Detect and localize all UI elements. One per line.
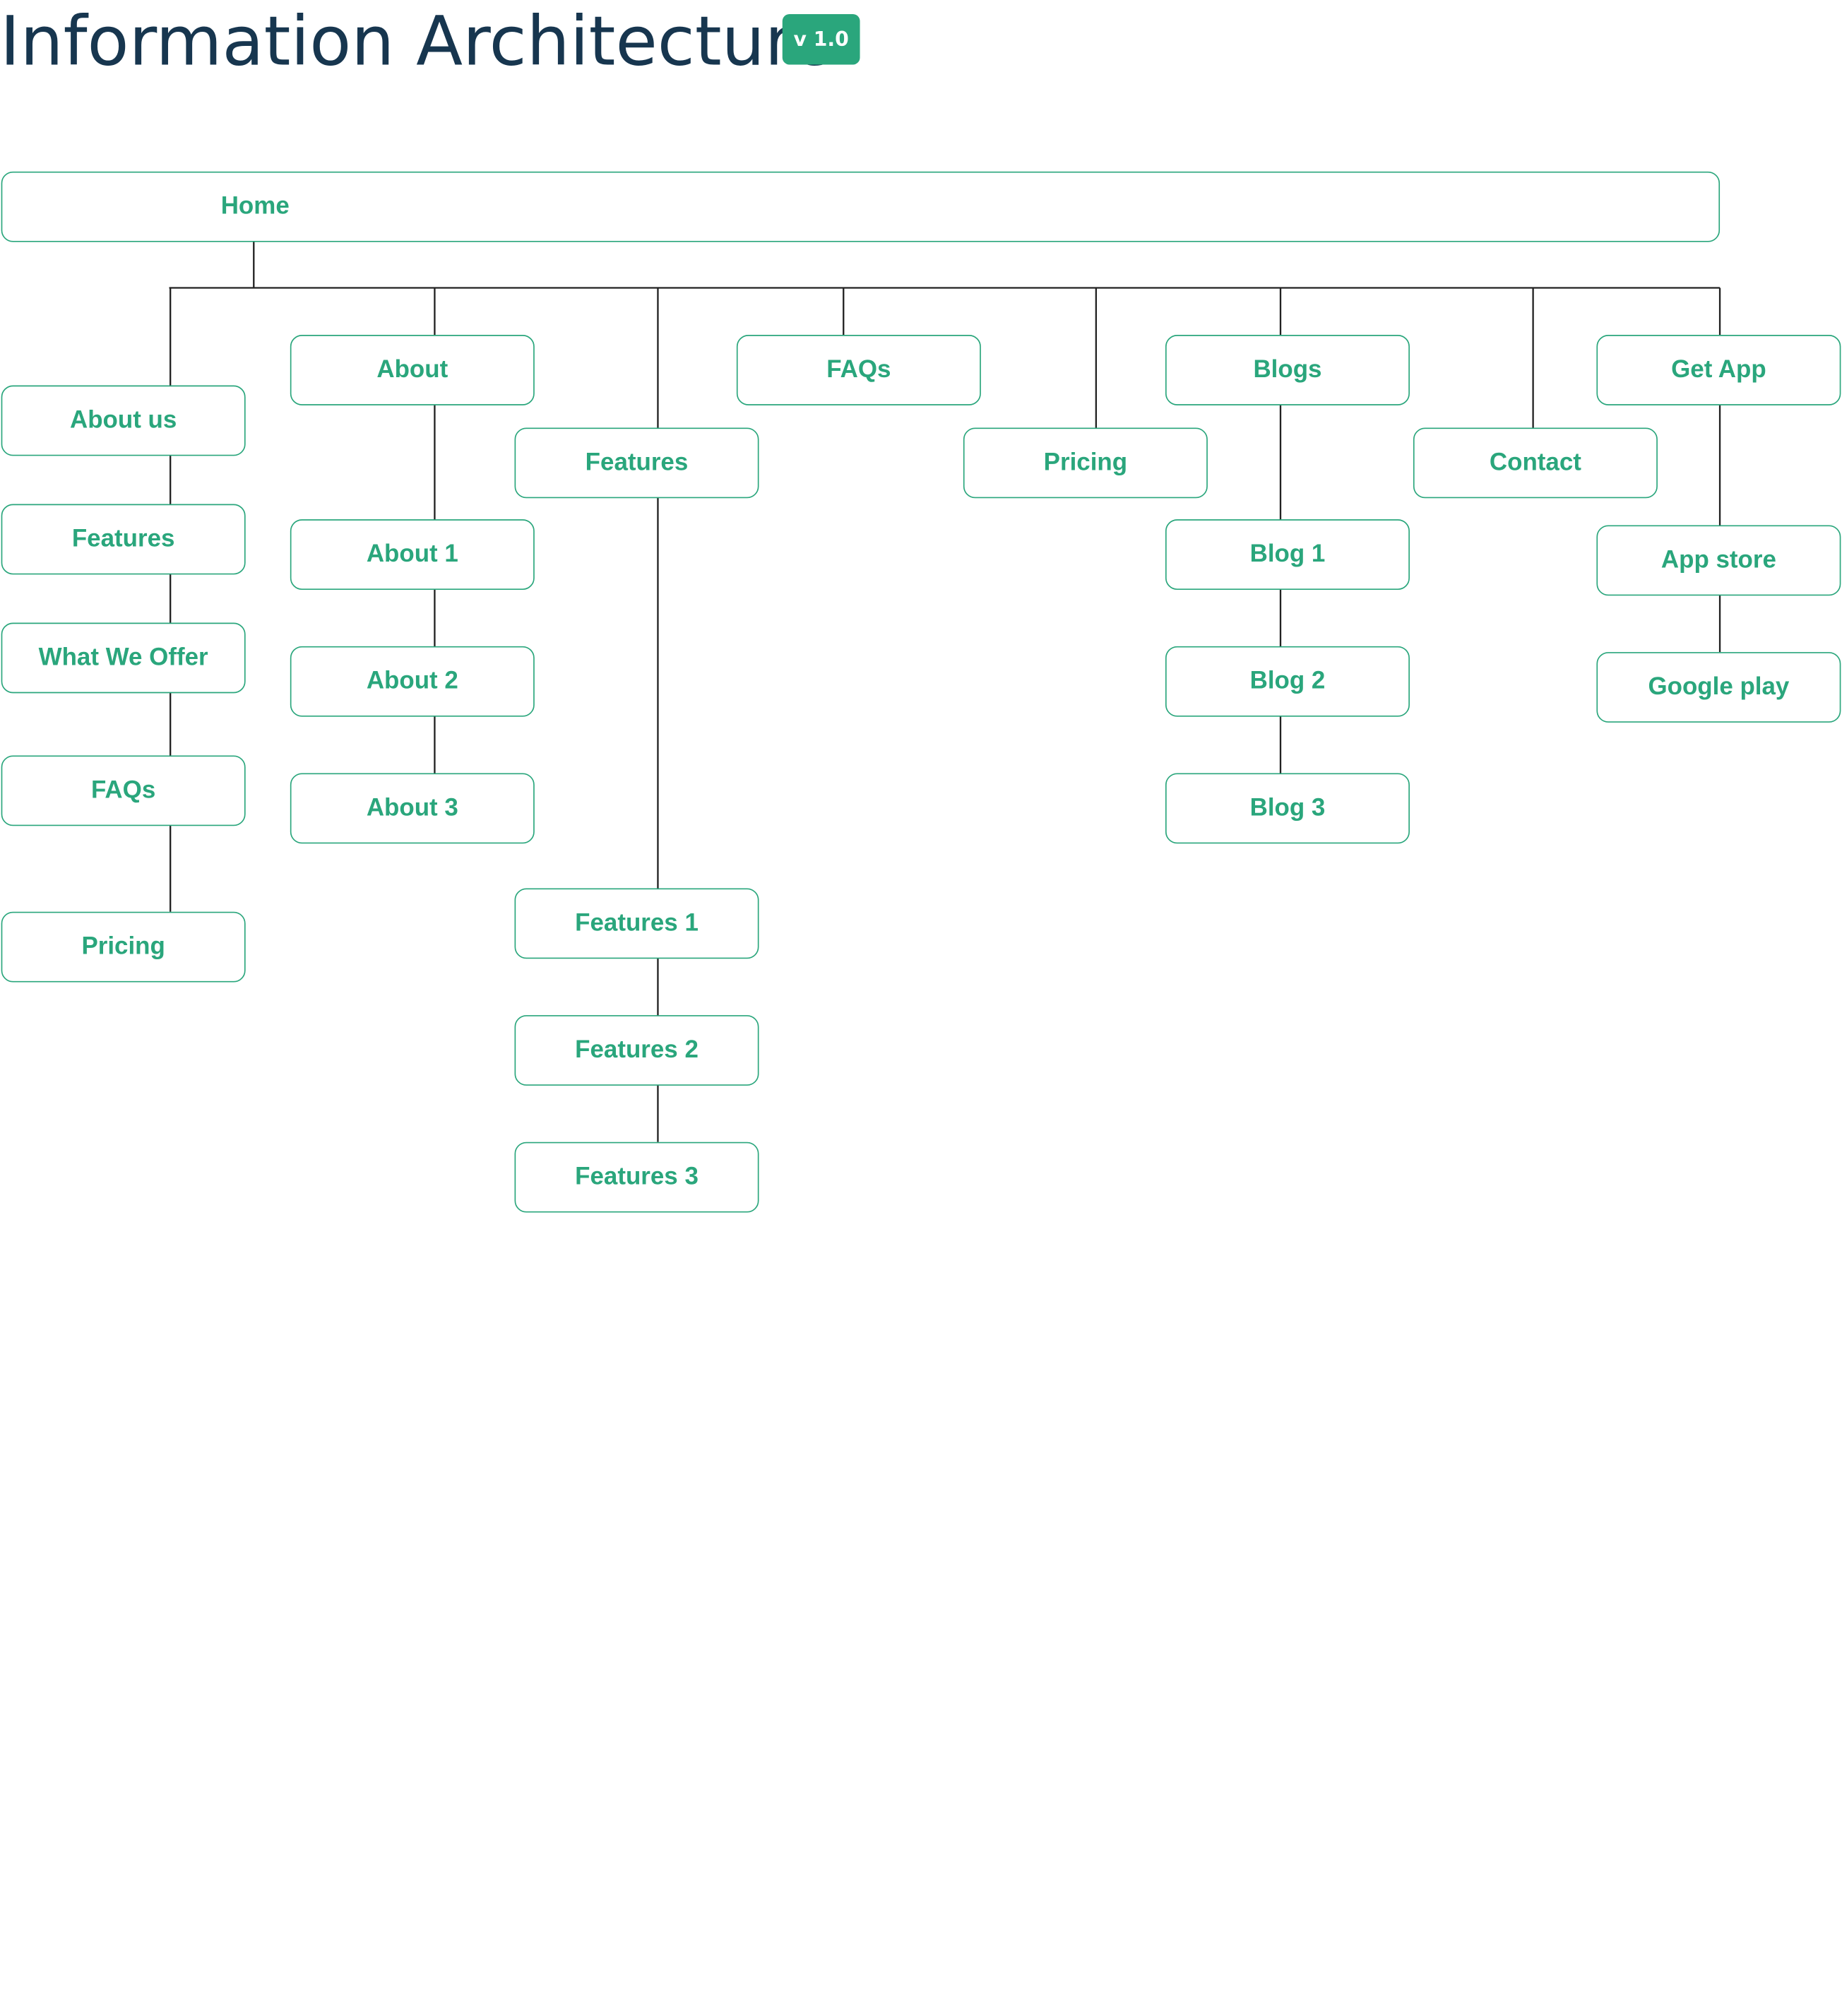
node-app-store[interactable]: App store [1596,525,1841,596]
node-features-2[interactable]: Features 2 [514,1015,759,1086]
node-blog-3[interactable]: Blog 3 [1165,773,1410,844]
node-home[interactable]: Home [1,171,1721,242]
node-pricing[interactable]: Pricing [963,427,1208,499]
node-about-3[interactable]: About 3 [290,773,535,844]
node-contact[interactable]: Contact [1413,427,1658,499]
node-get-app[interactable]: Get App [1596,335,1841,405]
node-blog-1[interactable]: Blog 1 [1165,519,1410,590]
node-about-1[interactable]: About 1 [290,519,535,590]
version-badge: v 1.0 [782,13,860,65]
node-pricing-col1[interactable]: Pricing [1,911,246,983]
node-features-1[interactable]: Features 1 [514,888,759,959]
node-features[interactable]: Features [514,427,759,499]
node-about[interactable]: About [290,335,535,405]
node-what-we-offer[interactable]: What We Offer [1,622,246,694]
node-faqs[interactable]: FAQs [736,335,981,405]
node-blogs[interactable]: Blogs [1165,335,1410,405]
node-about-2[interactable]: About 2 [290,646,535,717]
node-features-col1[interactable]: Features [1,504,246,575]
node-about-us[interactable]: About us [1,385,246,456]
node-faqs-col1[interactable]: FAQs [1,755,246,826]
page-title: Information Architecture [0,1,833,81]
node-blog-2[interactable]: Blog 2 [1165,646,1410,717]
node-google-play[interactable]: Google play [1596,652,1841,723]
node-features-3[interactable]: Features 3 [514,1142,759,1213]
